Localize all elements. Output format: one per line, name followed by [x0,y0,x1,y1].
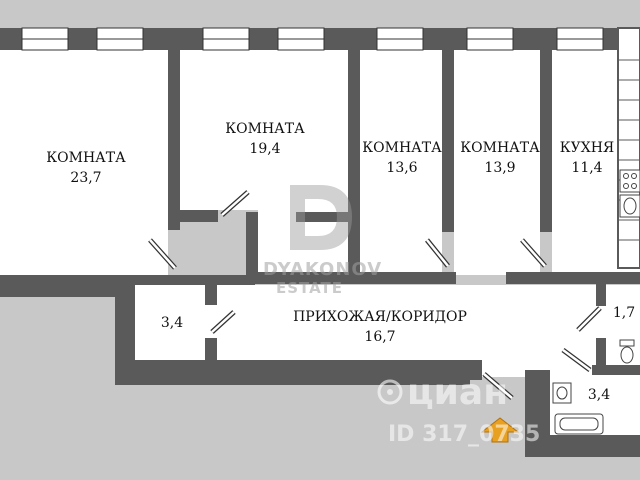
room-name: КОМНАТА [225,121,305,137]
room-floor-wc [605,285,640,375]
room-area: 16,7 [364,329,396,345]
bathtub-icon [554,413,604,435]
room-label-3: КОМНАТА 13,6 [350,138,454,178]
watermark-logo-icon [290,185,352,250]
room-label-bath: 3,4 [582,385,616,405]
room-label-wc: 1,7 [608,303,640,323]
room-area: 23,7 [70,170,102,186]
room-label-hall: ПРИХОЖАЯ/КОРИДОР 16,7 [280,307,480,347]
room-floor-4 [454,50,540,275]
room-label-closet: 3,4 [152,313,192,333]
toilet-icon [619,339,635,364]
room-name: КОМНАТА [46,150,126,166]
entrance-arrow-icon [480,417,520,443]
room-label-4: КОМНАТА 13,9 [448,138,552,178]
room-floor-closet [135,285,215,360]
washbasin-icon [552,382,572,404]
room-floor-1 [0,50,168,275]
room-area: 13,9 [484,160,516,176]
cian-listing-id: ID 317_0735 [388,422,541,447]
sink-icon [619,194,640,218]
room-area: 1,7 [612,305,636,321]
walls [0,28,640,457]
room-name: КОМНАТА [460,140,540,156]
room-floor-2 [180,50,348,210]
room-area: 3,4 [160,315,184,331]
room-area: 19,4 [249,141,281,157]
room-area: 11,4 [571,160,603,176]
watermark-line-2: ESTATE [276,279,344,297]
room-label-2: КОМНАТА 19,4 [213,119,317,159]
cian-pin-icon [377,379,403,405]
room-label-1: КОМНАТА 23,7 [34,148,138,188]
room-area: 13,6 [386,160,418,176]
doors-inner [149,191,601,399]
room-area: 3,4 [587,387,611,403]
room-name: КОМНАТА [362,140,442,156]
watermark-line-1: DYAKONOV [263,259,383,280]
room-name: КУХНЯ [559,140,615,156]
room-floor-3 [360,50,442,275]
room-label-kitchen: КУХНЯ 11,4 [550,138,624,178]
stove-icon [619,169,640,193]
cian-brand: циан [407,372,509,413]
room-name: ПРИХОЖАЯ/КОРИДОР [293,309,467,325]
windows [21,27,604,51]
